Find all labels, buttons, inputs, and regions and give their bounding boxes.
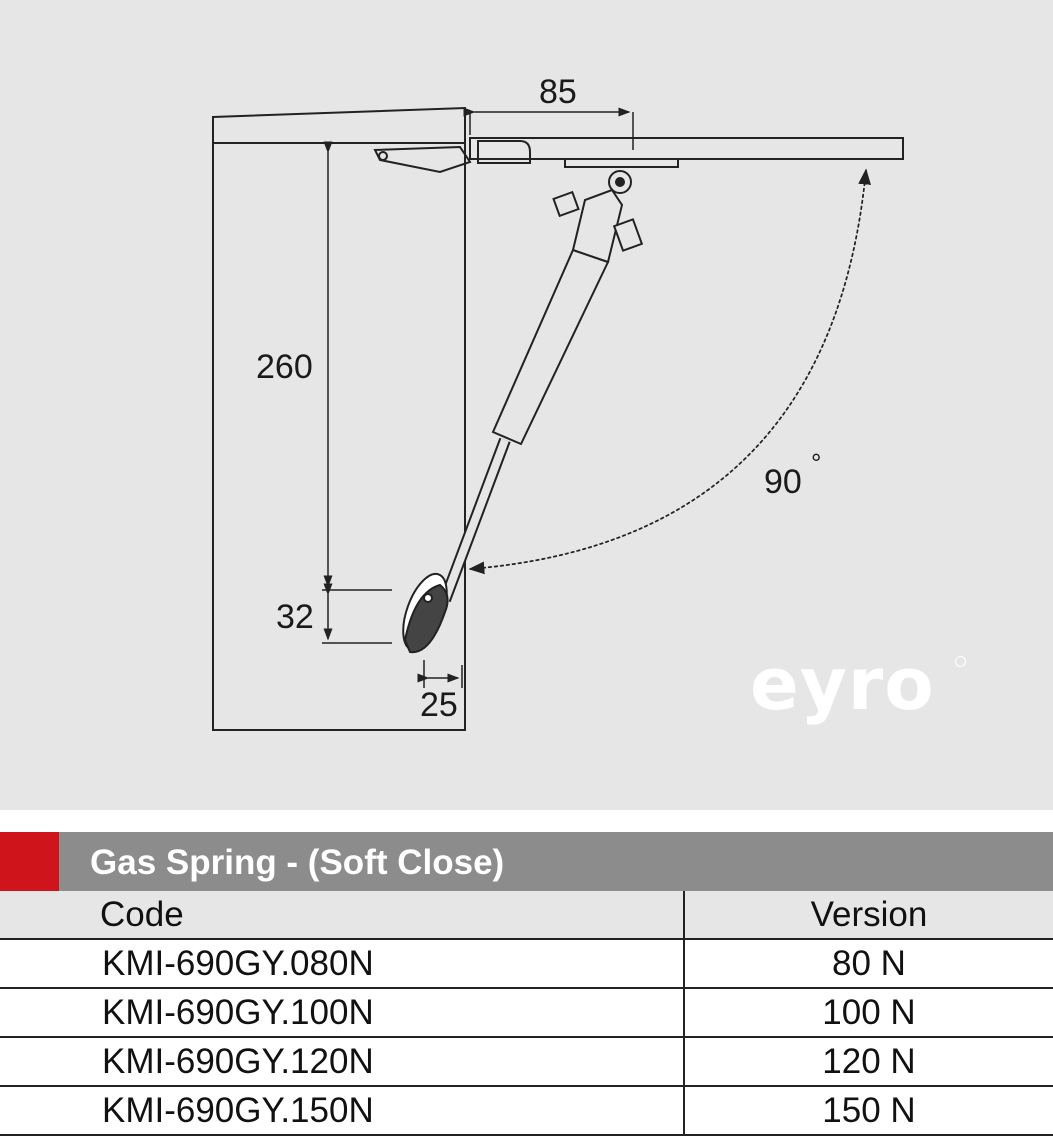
angle-label: 90	[764, 463, 802, 501]
dim-85-line	[463, 107, 634, 150]
row-code: KMI-690GY.150N	[0, 1086, 684, 1136]
row-code: KMI-690GY.100N	[0, 988, 684, 1038]
dim-25-line	[417, 660, 463, 688]
gas-spring	[402, 170, 644, 654]
row-code: KMI-690GY.080N	[0, 939, 684, 989]
dimension-25-label: 25	[420, 686, 458, 724]
technical-drawing: 85 260 32 25 90 ° eyro	[0, 0, 1053, 810]
gas-spring-diagram	[212, 106, 904, 731]
row-version: 120 N	[683, 1037, 1053, 1087]
product-title-bar: Gas Spring - (Soft Close)	[0, 832, 1053, 891]
open-flap	[373, 137, 904, 174]
registered-mark-icon	[955, 656, 966, 667]
header-version: Version	[683, 891, 1053, 940]
title-accent-block	[0, 832, 59, 891]
table-row: KMI-690GY.080N 80 N	[0, 939, 1053, 989]
dimension-260-label: 260	[256, 348, 313, 386]
table-row: KMI-690GY.150N 150 N	[0, 1086, 1053, 1136]
dimension-85-label: 85	[539, 73, 577, 111]
row-code: KMI-690GY.120N	[0, 1037, 684, 1087]
table-row: KMI-690GY.100N 100 N	[0, 988, 1053, 1038]
angle-unit: °	[811, 448, 822, 478]
brand-logo: eyro	[750, 642, 935, 726]
dim-32-line	[322, 583, 392, 644]
dimension-32-label: 32	[276, 598, 314, 636]
header-code: Code	[0, 891, 684, 940]
table-row: KMI-690GY.120N 120 N	[0, 1037, 1053, 1087]
product-title: Gas Spring - (Soft Close)	[90, 843, 505, 882]
angle-arc	[468, 168, 871, 575]
row-version: 80 N	[683, 939, 1053, 989]
spec-table: Code Version KMI-690GY.080N 80 N KMI-690…	[0, 891, 1053, 1136]
table-header-row: Code Version	[0, 891, 1053, 940]
cabinet-body	[212, 106, 466, 731]
row-version: 100 N	[683, 988, 1053, 1038]
row-version: 150 N	[683, 1086, 1053, 1136]
